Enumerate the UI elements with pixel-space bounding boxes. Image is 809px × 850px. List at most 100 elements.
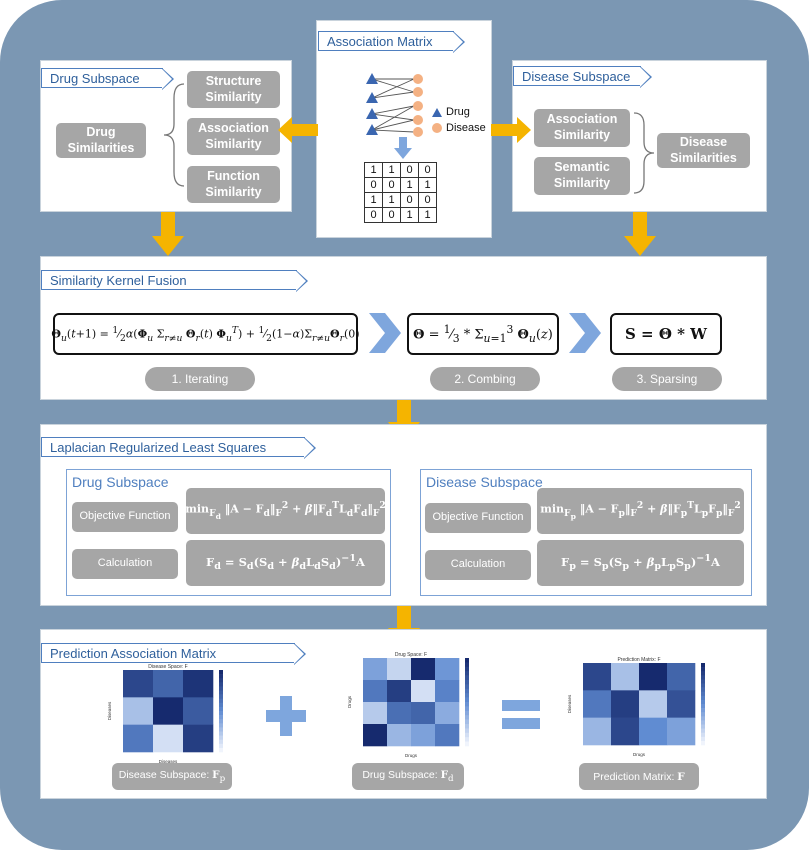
- bipartite-graph: [366, 73, 423, 137]
- drug-brace: [163, 83, 185, 187]
- drug-node-icons: [366, 73, 378, 135]
- colorbar-segment: [219, 698, 223, 704]
- lap-drug-title: Drug Subspace: [72, 474, 169, 490]
- colorbar-segment: [465, 706, 469, 712]
- step-iterating: 1. Iterating: [145, 367, 255, 391]
- disease-association-similarity-box: Association Similarity: [534, 109, 630, 147]
- colorbar-segment: [219, 694, 223, 699]
- colorbar-segment: [701, 712, 705, 717]
- heatmap-cell: [363, 724, 388, 747]
- prediction-tag: Prediction Association Matrix: [41, 643, 306, 665]
- colorbar-segment: [701, 691, 705, 697]
- heatmap-title: Disease Space: F: [148, 664, 187, 670]
- colorbar-segment: [219, 727, 223, 732]
- colorbar-segment: [701, 687, 705, 692]
- colorbar-segment: [701, 695, 705, 701]
- association-matrix-tag: Association Matrix: [318, 31, 465, 53]
- function-similarity-box: Function Similarity: [187, 166, 280, 203]
- colorbar-segment: [701, 716, 705, 721]
- heatmap-cell: [611, 663, 640, 691]
- heatmap-cell: [123, 724, 154, 753]
- heatmap-cell: [387, 724, 412, 747]
- heatmap-cell: [123, 670, 154, 698]
- structure-similarity-box: Structure Similarity: [187, 71, 280, 108]
- heatmap-ylabel: Diseases: [567, 694, 572, 713]
- heatmap-cell: [363, 658, 388, 681]
- heatmap-cell: [435, 658, 460, 681]
- colorbar-segment: [465, 728, 469, 734]
- colorbar-segment: [219, 686, 223, 691]
- right-arrow-orange-icon: [491, 117, 531, 143]
- colorbar-segment: [701, 663, 705, 668]
- legend-drug: Drug: [432, 106, 470, 118]
- heatmap-cell: [153, 670, 184, 698]
- heatmap-cell: [583, 717, 612, 746]
- heatmap-cell: [411, 680, 436, 703]
- combining-equation: Θ = 1⁄3 * Σu=13 Θu(z): [407, 313, 559, 355]
- colorbar-segment: [701, 683, 705, 688]
- plus-icon: [266, 696, 306, 736]
- lap-disease-title: Disease Subspace: [426, 474, 543, 490]
- colorbar-segment: [465, 671, 469, 676]
- heatmap-ylabel: Diseases: [107, 701, 112, 720]
- disease-brace: [633, 112, 655, 194]
- drug-objective-equation: minFd ‖A − Fd‖F2 + β‖FdTLdFd‖F2: [185, 488, 386, 534]
- heatmap-ylabel: Drugs: [347, 695, 352, 708]
- colorbar-segment: [219, 670, 223, 675]
- colorbar-segment: [219, 739, 223, 745]
- colorbar-segment: [701, 667, 705, 672]
- heatmap-cell: [639, 663, 668, 691]
- heatmap-cell: [667, 690, 696, 718]
- heatmap-cell: [387, 702, 412, 725]
- colorbar-segment: [465, 684, 469, 690]
- triangle-icon: [432, 107, 442, 117]
- colorbar-segment: [465, 693, 469, 698]
- heatmap-cell: [411, 724, 436, 747]
- heatmap-cell: [583, 690, 612, 718]
- colorbar-segment: [219, 711, 223, 716]
- colorbar-segment: [701, 740, 705, 746]
- heatmap-cell: [435, 724, 460, 747]
- chevron-right-icon: [569, 313, 601, 353]
- heatmap-cell: [667, 663, 696, 691]
- drug-objective-label: Objective Function: [72, 502, 178, 532]
- disease-similarities-box: Disease Similarities: [657, 133, 750, 168]
- colorbar-segment: [465, 680, 469, 685]
- colorbar-segment: [219, 743, 223, 749]
- colorbar-segment: [701, 675, 705, 680]
- sparsing-equation: S = Θ * W: [610, 313, 722, 355]
- heatmap-xlabel: Drugs: [633, 752, 646, 757]
- drug-association-similarity-box: Association Similarity: [187, 118, 280, 155]
- heatmap-cell: [153, 724, 184, 753]
- heatmap-cell: [639, 690, 668, 718]
- colorbar-segment: [219, 747, 223, 753]
- colorbar-segment: [219, 735, 223, 740]
- colorbar-segment: [465, 719, 469, 725]
- heatmap-cell: [667, 717, 696, 746]
- heatmap-cell: [411, 702, 436, 725]
- heatmap-cell: [435, 680, 460, 703]
- drug-similarities-box: Drug Similarities: [56, 123, 146, 158]
- step-sparsing: 3. Sparsing: [612, 367, 722, 391]
- colorbar-segment: [701, 728, 705, 733]
- colorbar-segment: [465, 715, 469, 720]
- colorbar-segment: [701, 732, 705, 738]
- colorbar-segment: [465, 658, 469, 663]
- colorbar-segment: [219, 719, 223, 724]
- colorbar-segment: [465, 737, 469, 742]
- colorbar-segment: [701, 679, 705, 684]
- colorbar-segment: [219, 674, 223, 679]
- heatmap-xlabel: Diseases: [159, 759, 178, 764]
- colorbar-segment: [219, 690, 223, 695]
- heatmap-cell: [183, 697, 214, 725]
- disease-subspace-tag: Disease Subspace: [513, 66, 652, 88]
- disease-calculation-label: Calculation: [425, 550, 531, 580]
- semantic-similarity-box: Semantic Similarity: [534, 157, 630, 195]
- disease-node-icons: [413, 74, 423, 137]
- colorbar-segment: [219, 715, 223, 720]
- colorbar-segment: [701, 704, 705, 709]
